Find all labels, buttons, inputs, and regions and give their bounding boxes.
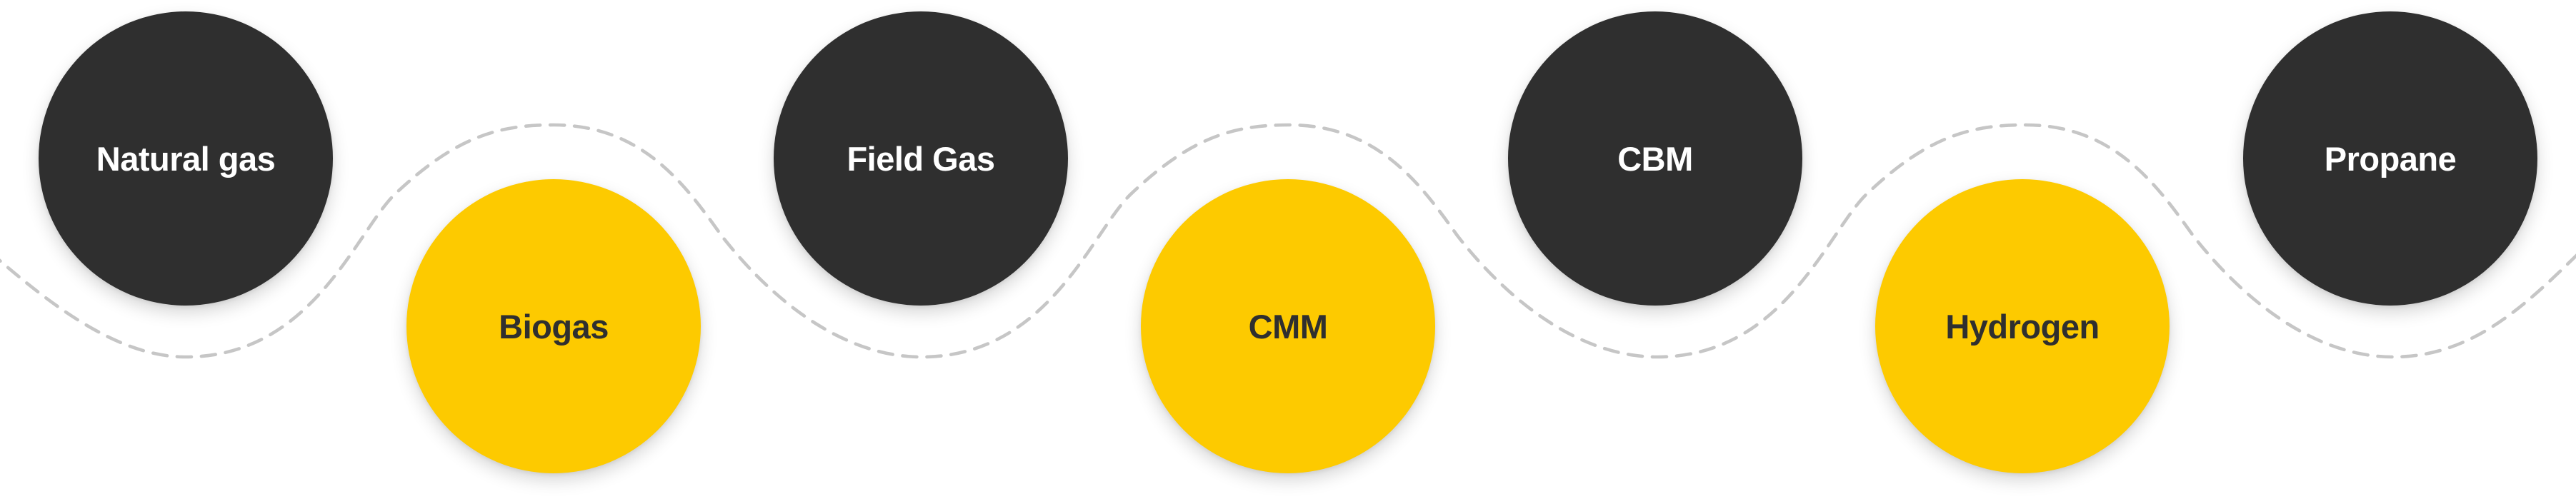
node-natural-gas: Natural gas bbox=[39, 11, 333, 306]
node-label: Natural gas bbox=[96, 139, 276, 178]
node-hydrogen: Hydrogen bbox=[1875, 179, 2170, 473]
node-cbm: CBM bbox=[1508, 11, 1802, 306]
node-label: Biogas bbox=[499, 307, 609, 346]
node-propane: Propane bbox=[2243, 11, 2537, 306]
node-label: Propane bbox=[2324, 139, 2457, 178]
node-label: CBM bbox=[1617, 139, 1693, 178]
node-cmm: CMM bbox=[1141, 179, 1435, 473]
node-label: Field Gas bbox=[847, 139, 995, 178]
dashed-wave-path bbox=[0, 123, 2576, 359]
node-field-gas: Field Gas bbox=[774, 11, 1068, 306]
node-biogas: Biogas bbox=[406, 179, 701, 473]
node-label: Hydrogen bbox=[1945, 307, 2100, 346]
node-label: CMM bbox=[1248, 307, 1328, 346]
